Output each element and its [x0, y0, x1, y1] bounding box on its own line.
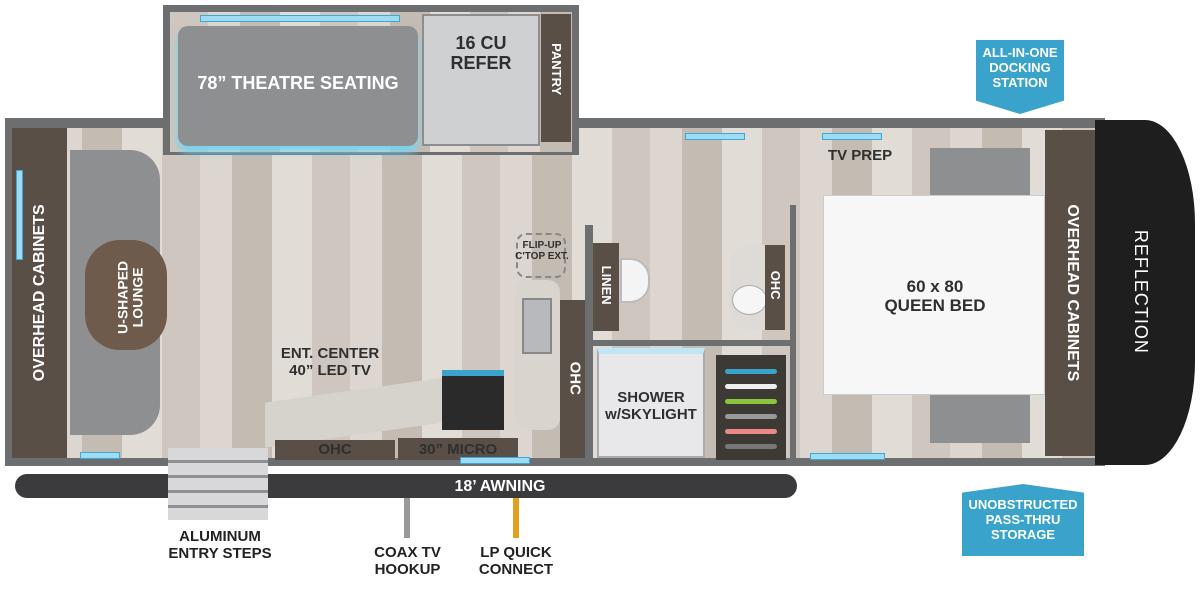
- window-top-right-1: [685, 133, 745, 140]
- stove: [442, 370, 504, 430]
- entry-steps[interactable]: [168, 448, 268, 520]
- queen-bed: [823, 195, 1045, 395]
- micro-label: 30” MICRO: [418, 441, 498, 458]
- tv-prep-label: TV PREP: [827, 147, 893, 164]
- docking-station-callout: ALL-IN-ONE DOCKING STATION: [976, 40, 1064, 114]
- hanger-green: [725, 399, 777, 404]
- flip-up-label: FLIP-UP C'TOP EXT.: [515, 240, 569, 262]
- hanger-blue: [725, 369, 777, 374]
- ohc-kitchen-label: OHC: [566, 361, 584, 395]
- bedroom-wall: [790, 205, 796, 465]
- coax-label: COAX TV HOOKUP: [374, 544, 441, 579]
- pantry: [541, 14, 571, 142]
- pantry-label: PANTRY: [549, 43, 565, 96]
- awning-bar: [15, 474, 797, 498]
- toilet: [620, 258, 650, 303]
- steps-label: ALUMINUM ENTRY STEPS: [168, 528, 272, 563]
- overhead-cabinets-left-label: OVERHEAD CABINETS: [31, 204, 49, 382]
- ohc-bottom: [275, 440, 395, 460]
- slideout-window: [200, 15, 400, 22]
- coax-connector: [404, 498, 410, 538]
- overhead-cabinets-right-label: OVERHEAD CABINETS: [1063, 204, 1081, 382]
- theatre-seating: [178, 26, 418, 146]
- bath-sink-bowl: [732, 285, 767, 315]
- kitchen-sink: [522, 298, 552, 354]
- window-bottom-mid: [460, 457, 530, 464]
- ohc-bath-label: OHC: [768, 270, 784, 300]
- window-top-right-2: [822, 133, 882, 140]
- pass-thru-storage-callout: UNOBSTRUCTED PASS-THRU STORAGE: [962, 484, 1084, 556]
- shower-label: SHOWER w/SKYLIGHT: [605, 389, 697, 423]
- hanger-gray: [725, 414, 777, 419]
- hanger-dark: [725, 444, 777, 449]
- overhead-cabinets-right: [1045, 130, 1100, 456]
- hanger-red: [725, 429, 777, 434]
- linen-label: LINEN: [599, 265, 615, 305]
- ohc-bath: [765, 245, 785, 330]
- lounge-table: [85, 240, 167, 350]
- front-cap: [1095, 120, 1195, 465]
- window-left-top: [16, 170, 23, 260]
- ent-center-label: ENT. CENTER 40” LED TV: [280, 345, 380, 379]
- brand-label: REFLECTION: [1130, 229, 1151, 354]
- queen-bed-label: 60 x 80 QUEEN BED: [884, 277, 986, 315]
- hanger-white: [725, 384, 777, 389]
- flip-up-extension: [516, 233, 566, 278]
- window-left-bottom: [80, 452, 120, 459]
- refer-label: 16 CU REFER: [450, 33, 512, 73]
- nightstand-bottom: [930, 395, 1030, 443]
- ohc-kitchen: [560, 300, 588, 458]
- linen-cabinet: [593, 243, 619, 331]
- window-bottom-right: [810, 453, 885, 460]
- theatre-seating-label: 78” THEATRE SEATING: [197, 73, 399, 93]
- shower: [597, 348, 705, 458]
- refrigerator: [422, 14, 540, 146]
- bath-bottom-wall: [593, 340, 793, 346]
- microwave-cabinet: [398, 438, 518, 460]
- lp-label: LP QUICK CONNECT: [478, 544, 554, 579]
- nightstand-top: [930, 148, 1030, 196]
- bath-wall: [585, 225, 593, 465]
- ohc-bottom-label: OHC: [318, 441, 352, 458]
- lp-connector: [513, 498, 519, 538]
- awning-label: 18’ AWNING: [454, 478, 546, 495]
- lounge-label: U-SHAPED LOUNGE: [114, 260, 146, 334]
